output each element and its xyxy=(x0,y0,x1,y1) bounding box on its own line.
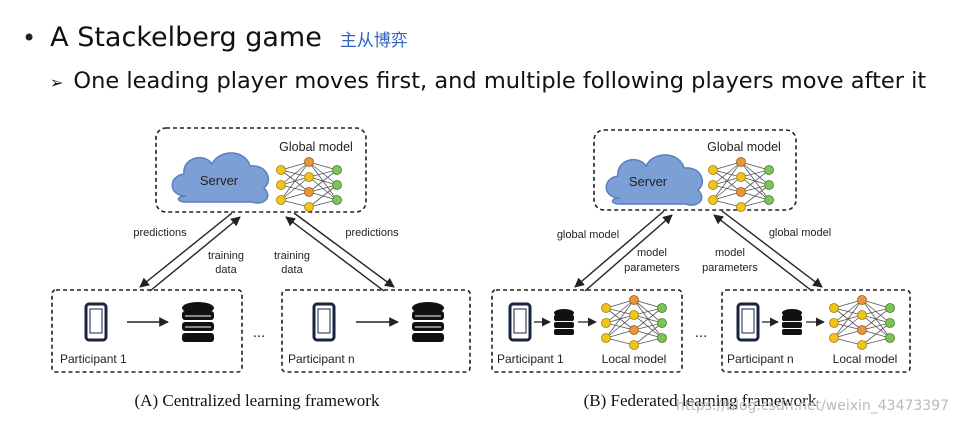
bullet-title: A Stackelberg game xyxy=(50,22,322,53)
label-global-model-left: global model xyxy=(557,229,619,241)
arrow-predictions-left xyxy=(139,212,233,288)
diagram-federated: Server Global model global model model p… xyxy=(491,129,911,410)
phone-icon xyxy=(84,302,108,342)
arrow-global-model-left xyxy=(574,210,665,288)
sub-bullet-line: ➢ One leading player moves first, and mu… xyxy=(50,68,926,94)
caption-a: (A) Centralized learning framework xyxy=(135,391,380,410)
database-icon xyxy=(181,301,215,343)
neural-network-icon xyxy=(708,157,774,212)
database-icon xyxy=(411,301,445,343)
label-training-right-2: data xyxy=(281,264,303,276)
server-box-b xyxy=(593,129,797,211)
arrow-predictions-right xyxy=(293,212,395,288)
label-training-right-1: training xyxy=(274,250,310,262)
local-model-label-n: Local model xyxy=(833,352,898,366)
arrow-global-model-right xyxy=(721,210,823,288)
arrow-training-right xyxy=(285,216,385,292)
server-box-a xyxy=(155,127,367,213)
ellipsis-b: ... xyxy=(695,324,708,341)
ellipsis-a: ... xyxy=(253,324,266,341)
label-predictions-left: predictions xyxy=(133,227,187,239)
arrow-model-params-right xyxy=(713,214,813,292)
global-model-label-b: Global model xyxy=(707,140,781,154)
phone-icon xyxy=(736,302,760,342)
participant-box-b-1 xyxy=(491,289,683,373)
neural-network-icon xyxy=(601,295,667,350)
participant-n-label-b: Participant n xyxy=(727,352,794,366)
label-global-model-right: global model xyxy=(769,227,831,239)
bullet-dot: • xyxy=(22,24,37,52)
bullet-line: • A Stackelberg game 主从博弈 xyxy=(22,22,408,53)
server-label-a: Server xyxy=(200,173,239,188)
database-icon xyxy=(782,309,802,335)
database-icon xyxy=(554,309,574,335)
label-params-left-1: model xyxy=(637,247,667,259)
label-training-left-2: data xyxy=(215,264,237,276)
global-model-label-a: Global model xyxy=(279,140,353,154)
arrow-model-params-left xyxy=(584,214,673,292)
diagram-centralized: Server Global model predictions training… xyxy=(51,127,471,410)
sub-bullet-arrow-icon: ➢ xyxy=(50,73,64,92)
participant-1-label-b: Participant 1 xyxy=(497,352,564,366)
participant-n-label-a: Participant n xyxy=(288,352,355,366)
neural-network-icon xyxy=(829,295,895,350)
arrow-training-left xyxy=(149,216,241,292)
caption-b: (B) Federated learning framework xyxy=(584,391,817,410)
label-training-left-1: training xyxy=(208,250,244,262)
server-label-b: Server xyxy=(629,174,668,189)
watermark: https://blog.csdn.net/weixin_43473397 xyxy=(676,398,950,414)
phone-icon xyxy=(312,302,336,342)
bullet-note: 主从博弈 xyxy=(339,31,408,51)
phone-icon xyxy=(508,302,532,342)
participant-1-label-a: Participant 1 xyxy=(60,352,127,366)
neural-network-icon xyxy=(276,157,342,212)
label-params-left-2: parameters xyxy=(624,262,680,274)
label-params-right-2: parameters xyxy=(702,262,758,274)
label-params-right-1: model xyxy=(715,247,745,259)
sub-bullet-text: One leading player moves first, and mult… xyxy=(73,68,927,94)
participant-box-a-1 xyxy=(51,289,243,373)
local-model-label-1: Local model xyxy=(602,352,667,366)
label-predictions-right: predictions xyxy=(345,227,399,239)
